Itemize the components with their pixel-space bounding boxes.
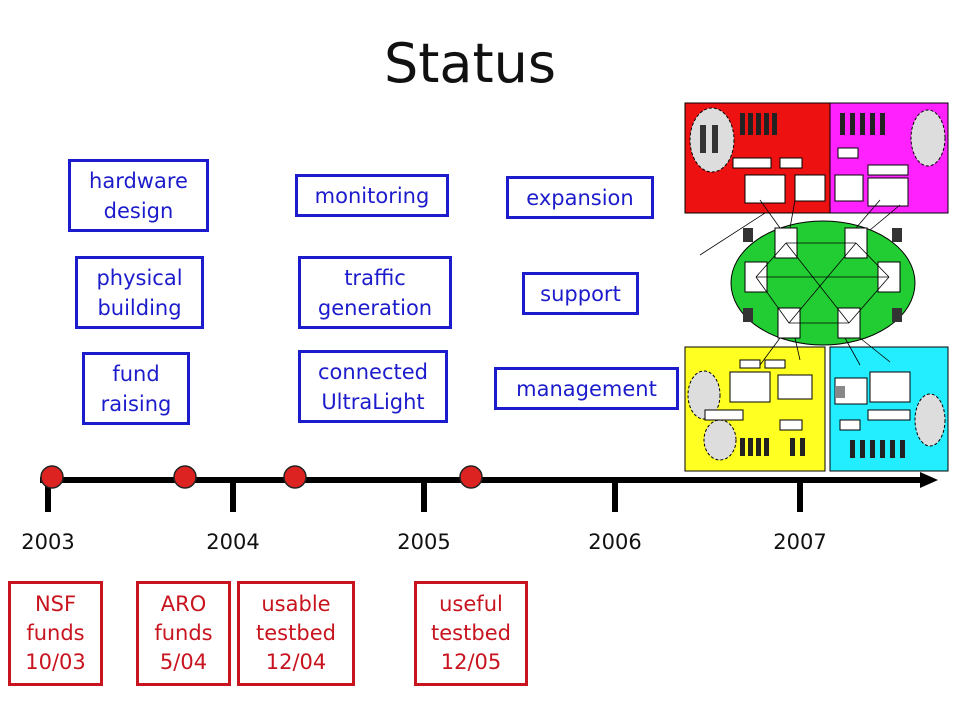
year-label-2004: 2004 [206,530,260,554]
milestone-dot-usable [283,465,307,489]
task-connected-ultralight: connected UltraLight [298,350,448,423]
milestone-aro-funds: ARO funds 5/04 [136,581,231,686]
year-label-2006: 2006 [588,530,642,554]
milestone-dot-aro [173,465,197,489]
year-label-2005: 2005 [397,530,451,554]
task-hardware-design: hardware design [68,159,209,232]
task-management: management [494,367,679,410]
task-expansion: expansion [506,176,654,219]
milestone-dot-nsf [40,465,64,489]
milestone-usable-testbed: usable testbed 12/04 [237,581,355,686]
year-label-2003: 2003 [21,530,75,554]
task-monitoring: monitoring [295,174,449,217]
milestone-nsf-funds: NSF funds 10/03 [8,581,103,686]
task-fund-raising: fund raising [82,352,190,425]
milestone-dot-useful [459,465,483,489]
milestone-useful-testbed: useful testbed 12/05 [414,581,528,686]
task-traffic-generation: traffic generation [298,256,452,329]
timeline-arrowhead [920,472,938,488]
page-title: Status [383,32,557,95]
task-physical-building: physical building [75,256,204,329]
task-support: support [522,272,639,315]
year-label-2007: 2007 [773,530,827,554]
